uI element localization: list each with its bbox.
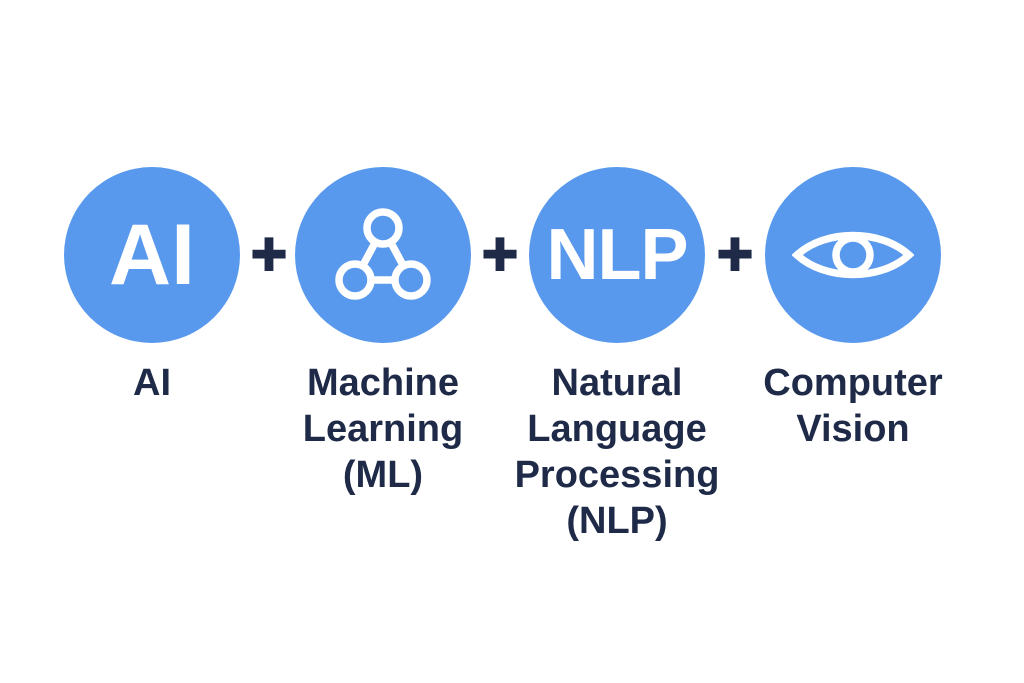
eye-icon [792,231,914,279]
computer-vision-label: Computer Vision [763,360,942,452]
label-line: Natural [551,362,683,404]
label-line: (ML) [342,454,424,496]
ai-circle: AI [64,167,240,343]
computer-vision-circle [765,167,941,343]
machine-learning-circle [295,167,471,343]
ai-circle-text: AI [109,207,195,303]
group-ai: AI AI [32,167,272,406]
label-line: Vision [796,408,910,450]
plus-sign: + [250,220,288,289]
label-line: Computer [763,362,943,404]
ai-label: AI [133,360,171,406]
nlp-label: Natural Language Processing (NLP) [515,360,720,544]
plus-sign: + [716,220,754,289]
nlp-circle: NLP [529,167,705,343]
label-line: Learning [302,408,464,450]
label-line: Machine [306,362,460,404]
plus-sign: + [481,220,519,289]
label-line: (NLP) [566,500,668,542]
label-line: AI [133,362,171,404]
nlp-circle-text: NLP [546,215,689,295]
label-line: Language [527,408,707,450]
group-computer-vision: Computer Vision [733,167,973,452]
group-machine-learning: Machine Learning (ML) [263,167,503,498]
group-nlp: NLP Natural Language Processing (NLP) [497,167,737,544]
machine-learning-label: Machine Learning (ML) [303,360,463,498]
label-line: Processing [514,454,720,496]
network-nodes-icon [335,208,431,300]
